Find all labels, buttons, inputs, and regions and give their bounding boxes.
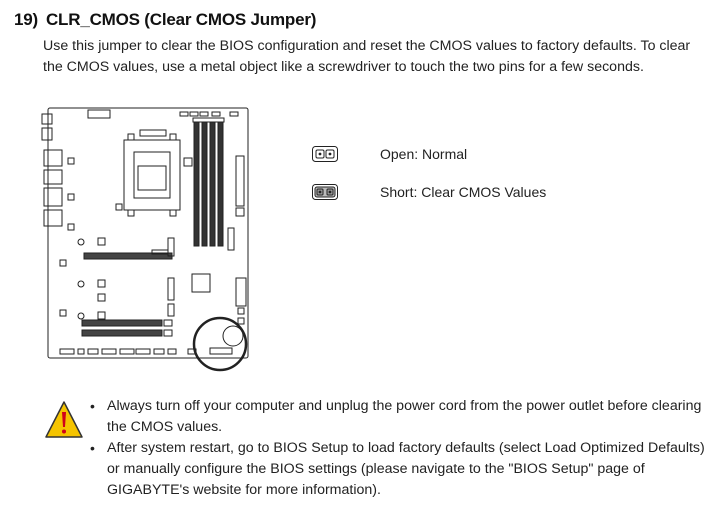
legend-short-label: Short: Clear CMOS Values xyxy=(380,184,547,200)
warning-triangle-icon xyxy=(45,401,83,438)
jumper-open-icon xyxy=(312,146,338,162)
jumper-short-icon xyxy=(312,184,338,200)
list-item: After system restart, go to BIOS Setup t… xyxy=(90,438,710,501)
legend-open: Open: Normal xyxy=(312,146,467,162)
section-intro: Use this jumper to clear the BIOS config… xyxy=(43,38,691,75)
motherboard-diagram xyxy=(41,107,249,372)
section-number: 19) xyxy=(14,10,38,29)
legend-short: Short: Clear CMOS Values xyxy=(312,184,546,200)
list-item: Always turn off your computer and unplug… xyxy=(90,396,710,438)
section-title: CLR_CMOS (Clear CMOS Jumper) xyxy=(45,10,317,29)
section-heading: 19) CLR_CMOS (Clear CMOS Jumper) xyxy=(14,10,316,30)
legend-open-label: Open: Normal xyxy=(380,146,468,162)
warning-notes: Always turn off your computer and unplug… xyxy=(90,396,710,501)
